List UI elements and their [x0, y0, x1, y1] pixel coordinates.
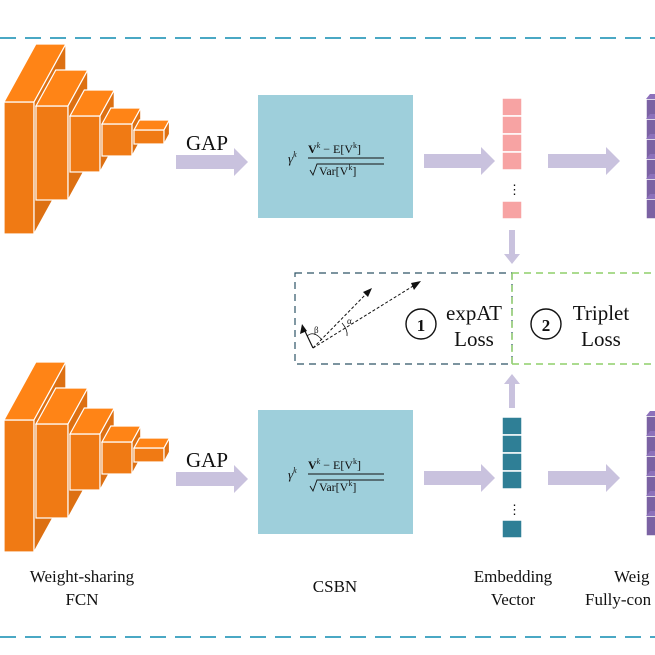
arrow-embedding-to-fc-bottom — [548, 464, 620, 492]
embedding-cell-last — [501, 200, 523, 220]
svg-text:Vk − E[Vk]: Vk − E[Vk] — [308, 141, 361, 156]
bottom-cnn-stack — [2, 361, 171, 553]
fc-cell-top — [646, 194, 655, 199]
fc-cell-top — [646, 451, 655, 456]
arrow-embedding-to-fc-top — [548, 147, 620, 175]
cnn-block-4 — [100, 107, 142, 157]
loss2-line2: Loss — [581, 327, 621, 351]
gap-arrow-bottom — [176, 465, 248, 493]
angle-sketch — [300, 281, 421, 349]
embedding-cell — [501, 115, 523, 135]
fc-cell-top — [646, 511, 655, 516]
gap-label-bottom: GAP — [186, 448, 228, 472]
csbn-formula-bottom: γk Vk − E[Vk] Var[Vk] — [288, 457, 384, 494]
svg-text:Var[Vk]: Var[Vk] — [319, 479, 356, 494]
caption-embedding-line1: Embedding — [474, 567, 553, 586]
arrow-csbn-to-embedding-bottom — [424, 464, 495, 492]
svg-text:Vk − E[Vk]: Vk − E[Vk] — [308, 457, 361, 472]
beta-label: β — [314, 325, 319, 335]
fc-cell-top — [646, 411, 655, 416]
fc-cell-top — [646, 154, 655, 159]
svg-text:γk: γk — [288, 150, 297, 166]
csbn-box-top — [258, 95, 413, 218]
embedding-cell — [501, 97, 523, 117]
gap-label-top: GAP — [186, 131, 228, 155]
cnn-block-5 — [132, 119, 171, 145]
embedding-cell-last — [501, 519, 523, 539]
loss1-number-circle — [405, 308, 437, 340]
arrow-down-to-loss — [504, 230, 520, 264]
loss2-number-circle — [530, 308, 562, 340]
loss1-line2: Loss — [454, 327, 494, 351]
fc-cell-top — [646, 174, 655, 179]
csbn-formula-top: γk Vk − E[Vk] Var[Vk] — [288, 141, 384, 178]
gap-arrow-top — [176, 148, 248, 176]
cnn-block-5 — [132, 437, 171, 463]
dots-top: ⋮ — [508, 182, 521, 197]
embedding-cell — [501, 434, 523, 454]
triplet-loss-box — [511, 272, 655, 365]
fc-cell — [645, 515, 655, 537]
caption-fc-line1: Weig — [614, 567, 650, 586]
arrow-csbn-to-embedding-top — [424, 147, 495, 175]
embedding-cell — [501, 452, 523, 472]
embedding-cell — [501, 151, 523, 171]
alpha-label: α — [347, 316, 352, 326]
expat-loss-box — [294, 272, 513, 365]
fc-layer-bottom — [645, 411, 655, 537]
fc-cell-top — [646, 491, 655, 496]
csbn-box-bottom — [258, 410, 413, 534]
fc-cell-top — [646, 134, 655, 139]
fc-cell-top — [646, 471, 655, 476]
caption-fcn-line2: FCN — [65, 590, 98, 609]
fc-layer-top — [645, 94, 655, 220]
fc-cell-top — [646, 114, 655, 119]
embedding-cell — [501, 416, 523, 436]
dots-bottom: ⋮ — [508, 502, 521, 517]
top-cnn-stack — [2, 43, 171, 235]
embedding-vector-top — [501, 97, 523, 220]
caption-embedding-line2: Vector — [491, 590, 536, 609]
arrow-up-to-loss — [504, 374, 520, 408]
loss2-number: 2 — [542, 316, 551, 335]
fc-cell-top — [646, 431, 655, 436]
loss1-line1: expAT — [446, 301, 502, 325]
fc-cell — [645, 198, 655, 220]
loss1-number: 1 — [417, 316, 426, 335]
embedding-vector-bottom — [501, 416, 523, 539]
caption-fc-line2: Fully-con — [585, 590, 652, 609]
embedding-cell — [501, 470, 523, 490]
caption-fcn-line1: Weight-sharing — [30, 567, 135, 586]
svg-text:Var[Vk]: Var[Vk] — [319, 163, 356, 178]
embedding-cell — [501, 133, 523, 153]
fc-cell-top — [646, 94, 655, 99]
loss2-line1: Triplet — [573, 301, 630, 325]
svg-text:γk: γk — [288, 466, 297, 482]
caption-csbn: CSBN — [313, 577, 357, 596]
